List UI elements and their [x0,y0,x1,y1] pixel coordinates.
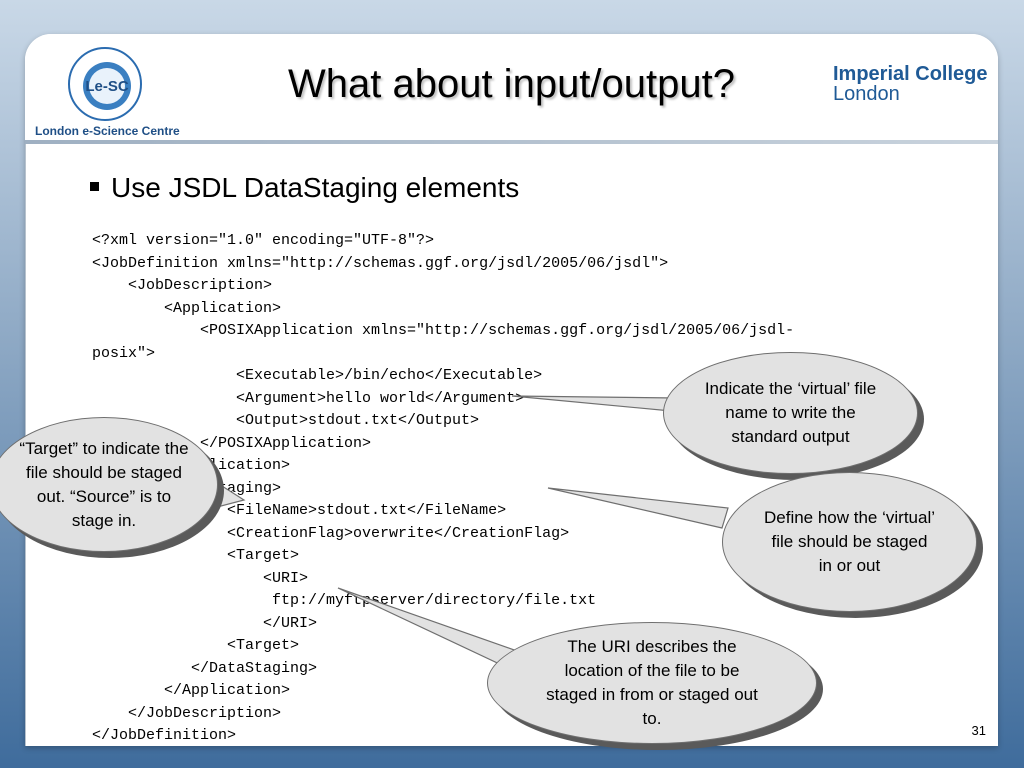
lesc-logo: Le-SC [68,47,142,121]
callout-stdout: Indicate the ‘virtual’ file name to writ… [663,352,918,474]
bullet-text: Use JSDL DataStaging elements [111,172,520,203]
slide-title: What about input/output? [288,62,735,106]
lesc-logo-text: Le-SC [85,78,129,95]
callout-uri: The URI describes the location of the fi… [487,622,817,744]
college-line-2: London [833,83,900,105]
bullet-point: Use JSDL DataStaging elements [90,172,519,204]
college-line-1: Imperial College [833,63,988,85]
define-pointer-icon [547,487,729,529]
slide-header: Le-SC London e-Science Centre What about… [25,34,998,144]
uri-pointer-icon [337,587,521,669]
imperial-college-logo: Imperial College London [833,64,988,104]
callout-target: “Target” to indicate the file should be … [0,417,218,552]
page-number: 31 [971,723,986,738]
bullet-square-icon [90,182,99,192]
jsdl-code-block: <?xml version="1.0" encoding="UTF-8"?> <… [92,232,795,744]
stdout-pointer-icon [511,395,683,413]
callout-define: Define how the ‘virtual’ file should be … [722,472,977,612]
header-divider [25,140,998,144]
centre-name: London e-Science Centre [35,124,180,138]
